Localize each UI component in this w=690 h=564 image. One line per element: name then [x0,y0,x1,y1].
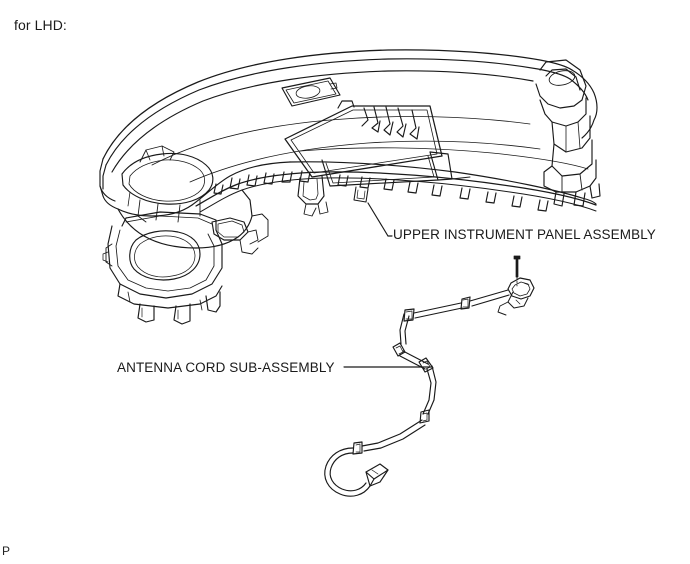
instrument-panel-drawing [99,49,601,325]
label-antenna-cord-sub-assembly: ANTENNA CORD SUB-ASSEMBLY [117,360,335,375]
heading-lhd: for LHD: [14,17,67,33]
label-upper-instrument-panel-assembly: UPPER INSTRUMENT PANEL ASSEMBLY [393,227,656,242]
antenna-cord-drawing [324,255,535,497]
page-marker: P [2,544,11,558]
leader-line-upper-panel [367,202,393,237]
